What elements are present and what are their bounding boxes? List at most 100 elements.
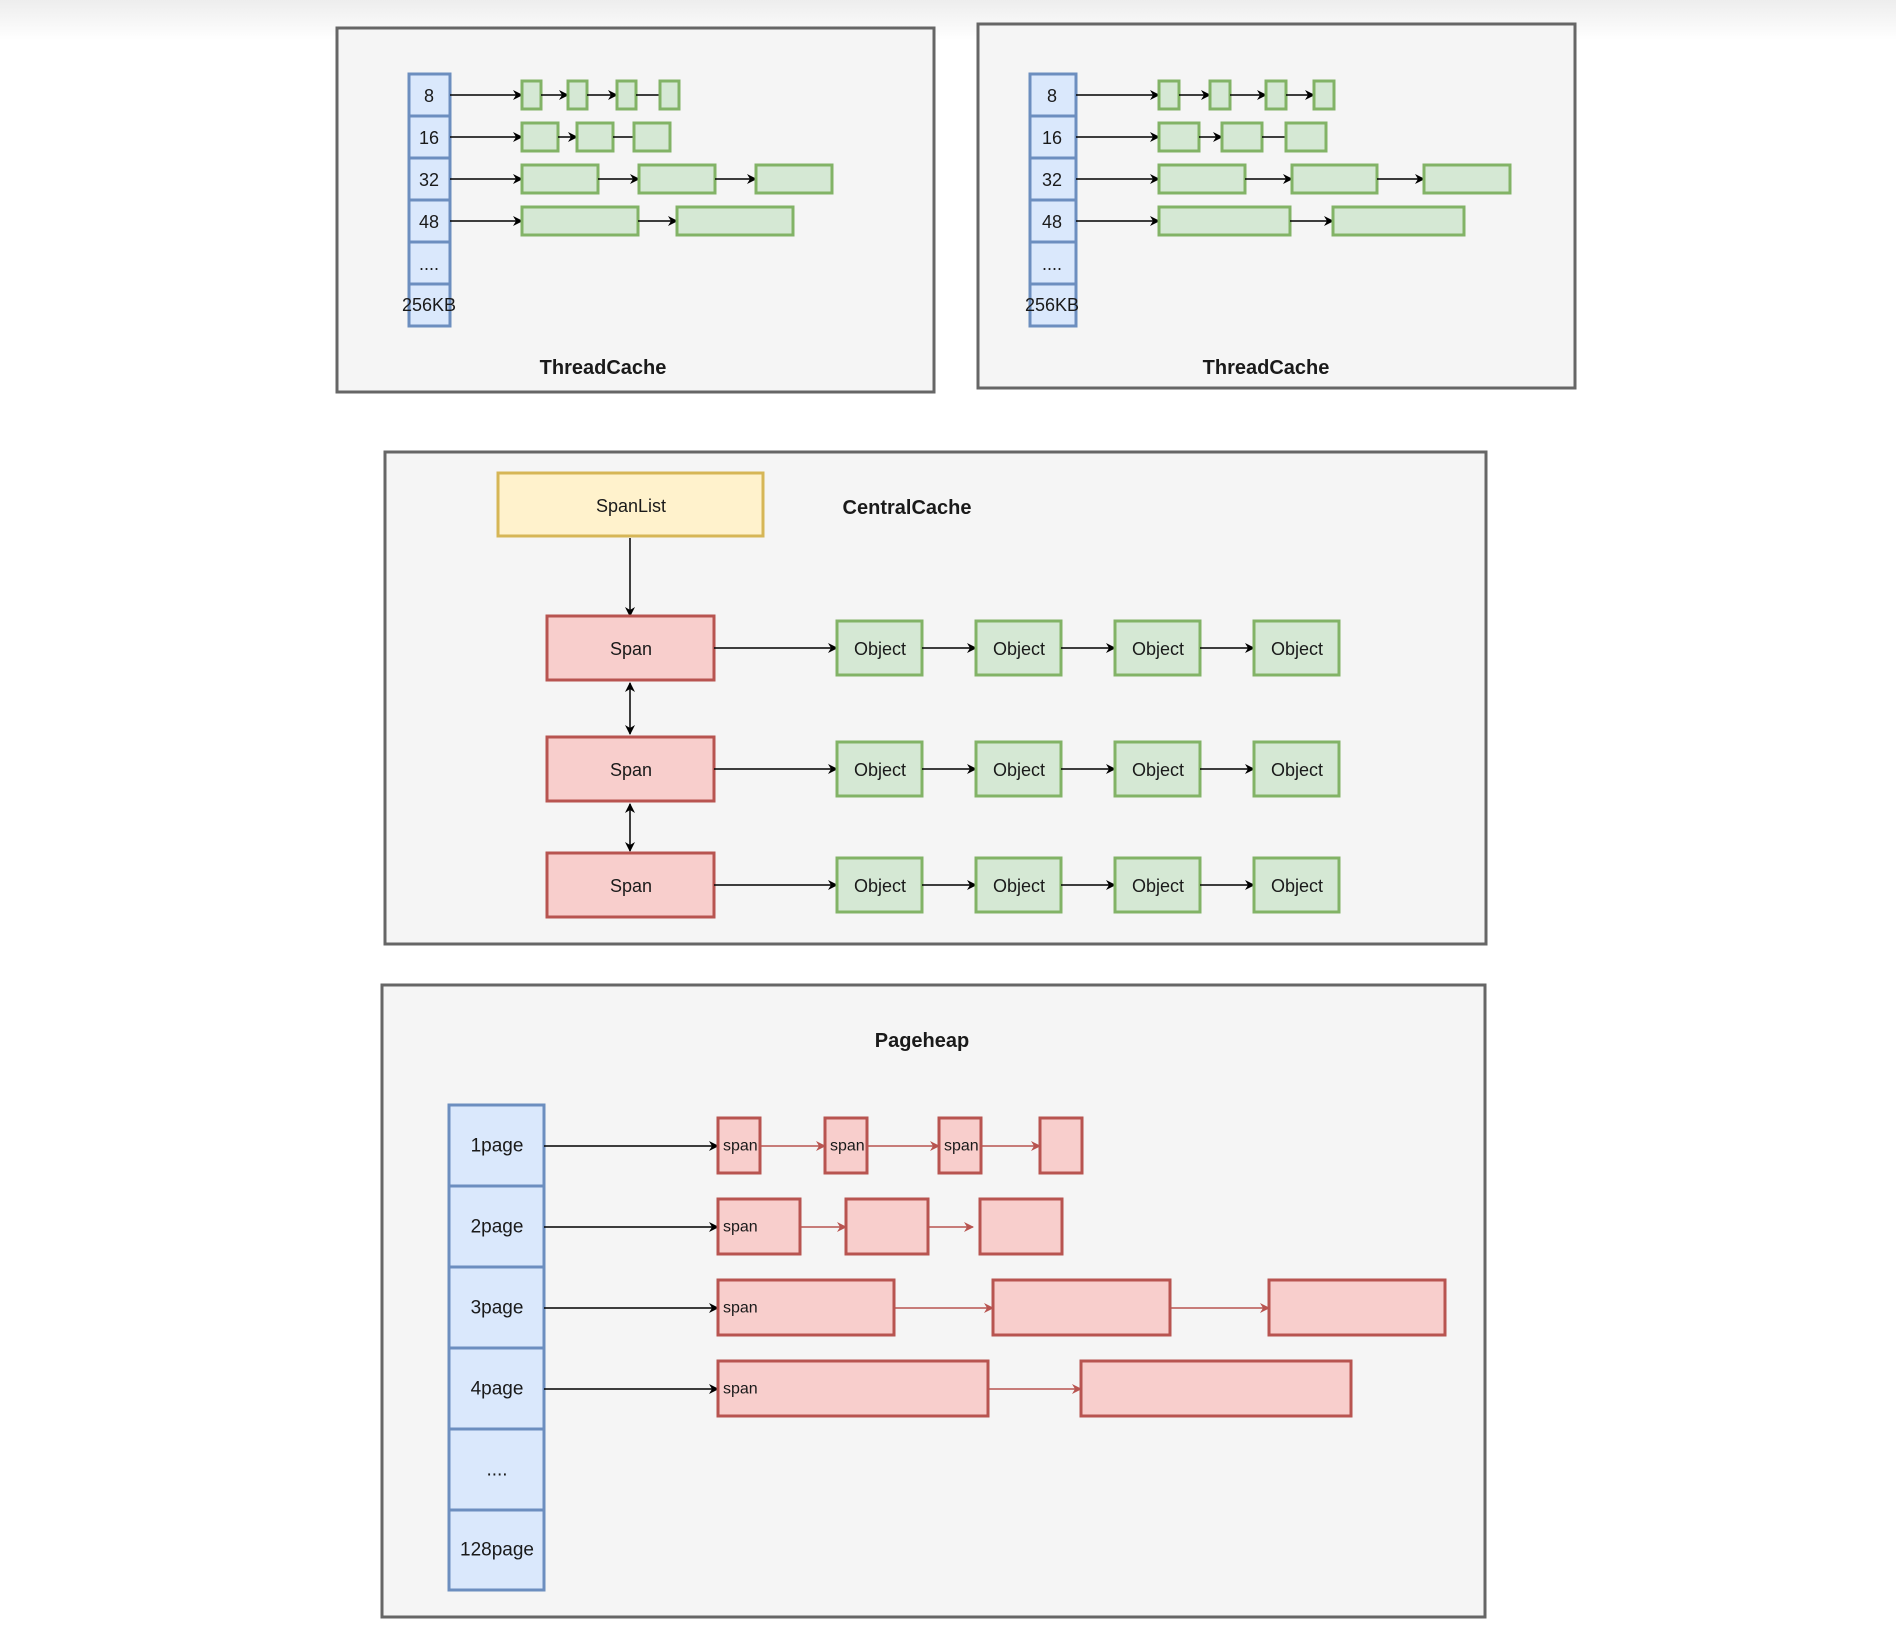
centralcache-panel: SpanList CentralCache Span Object Object… <box>383 450 1488 946</box>
free-object-block <box>520 163 600 195</box>
size-class-label: 16 <box>419 128 439 148</box>
page-index-label: .... <box>486 1460 507 1481</box>
free-object-block <box>675 205 795 237</box>
span-label: Span <box>610 760 652 780</box>
size-class-label: 8 <box>1047 86 1057 106</box>
page-index-label: 2page <box>471 1217 524 1238</box>
span-label: Span <box>610 639 652 659</box>
free-object-block <box>632 121 672 153</box>
free-object-block <box>520 79 543 111</box>
free-object-block <box>520 121 560 153</box>
threadcache-1-index-cell <box>407 282 452 328</box>
free-object-block <box>658 79 681 111</box>
page-span-block <box>937 1116 983 1175</box>
page-index-cell <box>447 1184 546 1269</box>
object-box <box>1252 619 1341 677</box>
object-box <box>1113 619 1202 677</box>
span-box <box>545 851 716 919</box>
page-index-cell <box>447 1265 546 1350</box>
object-label: Object <box>993 760 1045 780</box>
page-span-label: span <box>723 1138 758 1155</box>
object-label: Object <box>1271 639 1323 659</box>
spanlist-label: SpanList <box>596 496 666 516</box>
object-box <box>835 740 924 798</box>
size-class-label: 256KB <box>1025 295 1079 315</box>
object-box <box>1252 740 1341 798</box>
object-label: Object <box>1132 876 1184 896</box>
top-fade <box>0 0 1896 40</box>
size-class-label: 48 <box>419 212 439 232</box>
object-label: Object <box>1132 639 1184 659</box>
span-box <box>545 614 716 682</box>
page-index-label: 128page <box>460 1540 534 1561</box>
page-span-label: span <box>944 1138 979 1155</box>
free-object-block <box>566 79 589 111</box>
free-object-block <box>520 205 640 237</box>
centralcache-title: CentralCache <box>843 497 972 519</box>
size-class-label: 8 <box>424 86 434 106</box>
free-object-block <box>637 163 717 195</box>
page-span-block <box>716 1278 896 1337</box>
object-box <box>1252 856 1341 914</box>
threadcache-panel-1: 8 16 32 48 .... 256KB <box>335 26 936 394</box>
object-label: Object <box>1271 760 1323 780</box>
page-index-label: 3page <box>471 1298 524 1319</box>
page-span-block <box>991 1278 1172 1337</box>
page-span-block <box>716 1359 990 1418</box>
object-label: Object <box>854 639 906 659</box>
free-object-block <box>1264 79 1288 111</box>
free-object-block <box>1220 121 1264 153</box>
pageheap-index: 1page 2page 3page 4page .... 128page <box>447 1103 546 1592</box>
free-object-block <box>1157 163 1247 195</box>
threadcache-title: ThreadCache <box>1203 357 1330 379</box>
page-index-cell <box>447 1346 546 1431</box>
free-object-block <box>1331 205 1466 237</box>
page-index-label: 4page <box>471 1379 524 1400</box>
free-object-block <box>1312 79 1336 111</box>
threadcache-1-index-cell <box>407 114 452 160</box>
object-label: Object <box>1271 876 1323 896</box>
free-object-block <box>1422 163 1512 195</box>
threadcache-1-index-cell <box>407 72 452 118</box>
pageheap-title: Pageheap <box>875 1030 969 1052</box>
free-object-block <box>615 79 638 111</box>
free-object-block <box>1157 121 1201 153</box>
free-object-block <box>575 121 615 153</box>
threadcache-2-index: 8 16 32 48 .... 256KB <box>1025 72 1079 328</box>
object-box <box>1113 856 1202 914</box>
threadcache-title: ThreadCache <box>540 357 667 379</box>
free-object-block <box>1157 79 1181 111</box>
spanlist-box <box>496 471 765 538</box>
threadcache-panel-2: 8 16 32 48 .... 256KB <box>976 22 1577 390</box>
size-class-label: .... <box>1042 254 1062 274</box>
threadcache-2-index-cell <box>1028 282 1078 328</box>
threadcache-2-index-cell <box>1028 156 1078 202</box>
page-span-block <box>1079 1359 1353 1418</box>
page-span-block <box>1267 1278 1447 1337</box>
page-span-label: span <box>723 1219 758 1236</box>
free-object-block <box>1284 121 1328 153</box>
page-index-cell <box>447 1508 546 1592</box>
page-span-label: span <box>723 1300 758 1317</box>
object-label: Object <box>854 760 906 780</box>
size-class-label: 32 <box>419 170 439 190</box>
object-label: Object <box>1132 760 1184 780</box>
page-span-block <box>978 1197 1064 1256</box>
object-label: Object <box>854 876 906 896</box>
page-span-label: span <box>830 1138 865 1155</box>
free-object-block <box>1208 79 1232 111</box>
object-box <box>974 856 1063 914</box>
object-label: Object <box>993 639 1045 659</box>
free-object-block <box>1290 163 1379 195</box>
span-box <box>545 735 716 803</box>
free-object-block <box>1157 205 1292 237</box>
object-box <box>974 619 1063 677</box>
size-class-label: 48 <box>1042 212 1062 232</box>
page-index-label: 1page <box>471 1136 524 1157</box>
size-class-label: 16 <box>1042 128 1062 148</box>
size-class-label: 256KB <box>402 295 456 315</box>
span-label: Span <box>610 876 652 896</box>
page-span-block <box>823 1116 869 1175</box>
free-object-block <box>754 163 834 195</box>
